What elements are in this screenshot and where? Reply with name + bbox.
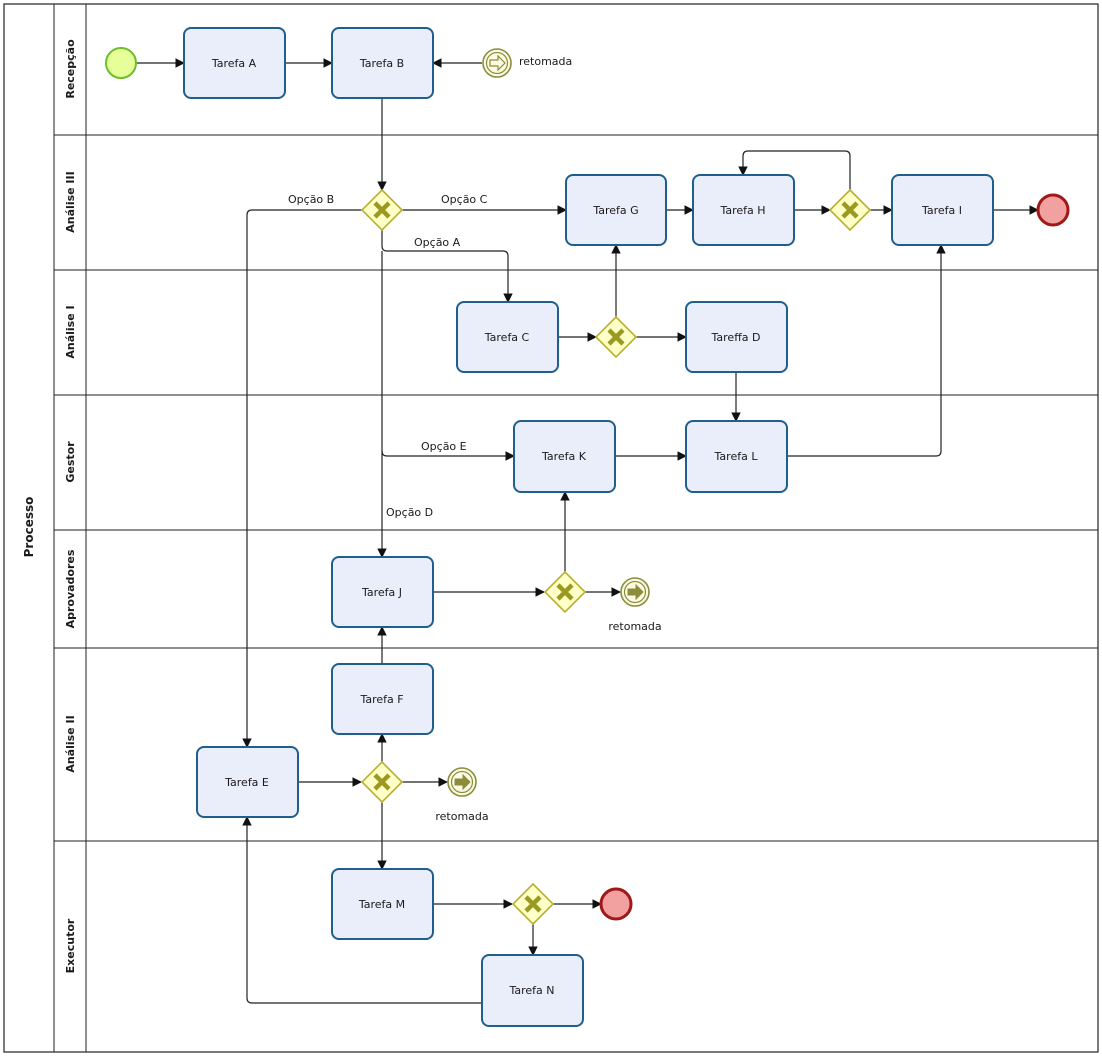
lane-title-aprovadores: Aprovadores	[64, 549, 77, 628]
task-f[interactable]: Tarefa F	[331, 663, 434, 735]
label-opcao-e: Opção E	[421, 440, 467, 453]
link-throw-event-icon[interactable]	[620, 577, 650, 607]
exclusive-gateway-icon[interactable]	[543, 570, 587, 614]
sequence-flows	[137, 58, 1039, 1004]
task-j-label: Tarefa J	[361, 586, 402, 599]
events: retomada retomada retomada	[105, 47, 1070, 921]
lane-title-recepcao: Recepção	[64, 39, 77, 99]
task-n-label: Tarefa N	[508, 984, 554, 997]
task-m[interactable]: Tarefa M	[331, 868, 434, 940]
task-g-label: Tarefa G	[592, 204, 638, 217]
lane-analise-ii: Análise II	[54, 715, 1098, 842]
retomada-throw-label-aprovadores: retomada	[608, 620, 661, 633]
task-a-label: Tarefa A	[211, 57, 257, 70]
exclusive-gateway-icon[interactable]	[594, 315, 638, 359]
task-d[interactable]: Tareffa D	[685, 301, 788, 373]
task-a[interactable]: Tarefa A	[183, 27, 286, 99]
flow-opcao-b[interactable]	[242, 209, 362, 748]
task-b-label: Tarefa B	[359, 57, 404, 70]
flow-n-to-e[interactable]	[242, 816, 482, 1004]
task-m-label: Tarefa M	[358, 898, 405, 911]
task-e[interactable]: Tarefa E	[196, 746, 299, 818]
link-throw-event-icon[interactable]	[447, 767, 477, 797]
exclusive-gateway-icon[interactable]	[511, 882, 555, 926]
lane-title-gestor: Gestor	[64, 441, 77, 483]
task-h[interactable]: Tarefa H	[692, 174, 795, 246]
start-event-icon[interactable]	[105, 47, 137, 79]
lane-recepcao: Recepção	[54, 39, 1098, 136]
task-c[interactable]: Tarefa C	[456, 301, 559, 373]
lane-executor: Executor	[64, 918, 77, 973]
task-k-label: Tarefa K	[541, 450, 587, 463]
lane-gestor: Gestor	[54, 441, 1098, 531]
lane-title-analise-iii: Análise III	[64, 171, 77, 232]
pool: Processo	[3, 3, 1099, 1053]
flow-opcao-a[interactable]	[381, 230, 513, 303]
lane-aprovadores: Aprovadores	[54, 549, 1098, 649]
lane-title-analise-ii: Análise II	[64, 715, 77, 772]
pool-title: Processo	[22, 497, 36, 558]
flow-opcao-e[interactable]	[381, 450, 515, 461]
flow-labels: Opção B Opção C Opção A Opção E Opção D	[288, 193, 488, 519]
exclusive-gateway-icon[interactable]	[828, 188, 872, 232]
exclusive-gateway-icon[interactable]	[360, 760, 404, 804]
task-h-label: Tarefa H	[719, 204, 765, 217]
end-event-icon[interactable]	[599, 887, 633, 921]
task-c-label: Tarefa C	[484, 331, 530, 344]
task-n[interactable]: Tarefa N	[481, 954, 584, 1027]
task-k[interactable]: Tarefa K	[513, 420, 616, 493]
tasks: Tarefa A Tarefa B Tarefa G Tarefa H Tare…	[183, 27, 994, 1027]
task-l[interactable]: Tarefa L	[685, 420, 788, 493]
task-j[interactable]: Tarefa J	[331, 556, 434, 628]
retomada-throw-label-analise2: retomada	[435, 810, 488, 823]
lane-title-analise-i: Análise I	[64, 305, 77, 358]
label-opcao-a: Opção A	[414, 236, 461, 249]
label-opcao-b: Opção B	[288, 193, 334, 206]
task-e-label: Tarefa E	[224, 776, 269, 789]
task-l-label: Tarefa L	[714, 450, 759, 463]
link-catch-event-icon[interactable]	[482, 48, 512, 78]
flow-gateway2-loop-to-h[interactable]	[738, 150, 851, 190]
label-opcao-d: Opção D	[386, 506, 433, 519]
lane-analise-i: Análise I	[54, 305, 1098, 396]
retomada-catch-label: retomada	[519, 55, 572, 68]
task-f-label: Tarefa F	[359, 693, 403, 706]
task-i[interactable]: Tarefa I	[891, 174, 994, 246]
lane-title-executor: Executor	[64, 918, 77, 973]
label-opcao-c: Opção C	[441, 193, 488, 206]
task-i-label: Tarefa I	[921, 204, 962, 217]
task-d-label: Tareffa D	[711, 331, 761, 344]
flow-l-to-i[interactable]	[787, 244, 946, 457]
gateways	[360, 188, 872, 926]
exclusive-gateway-icon[interactable]	[360, 188, 404, 232]
end-event-icon[interactable]	[1036, 193, 1070, 227]
task-g[interactable]: Tarefa G	[565, 174, 667, 246]
lane-analise-iii: Análise III	[54, 171, 1098, 271]
task-b[interactable]: Tarefa B	[331, 27, 434, 99]
